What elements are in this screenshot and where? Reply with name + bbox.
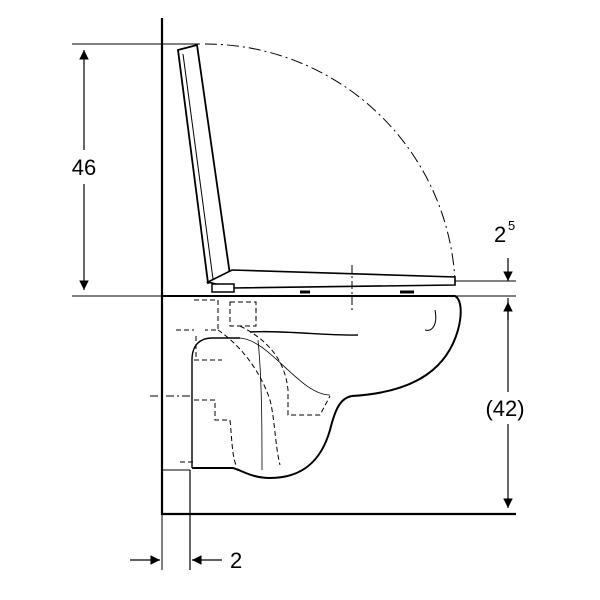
hidden-lines — [176, 299, 331, 466]
dim-wall-gap-label: 2 — [230, 548, 242, 573]
seat-hinge — [211, 283, 235, 293]
lid-swing-arc — [204, 43, 456, 282]
toilet-lid — [177, 43, 231, 285]
dim-46-label: 46 — [72, 155, 96, 180]
dim-seat-offset-exponent: 5 — [508, 218, 515, 233]
toilet-bowl — [162, 295, 462, 480]
dim-seat-offset-label: 2 — [494, 222, 506, 247]
toilet-seat — [205, 269, 456, 289]
dim-42-label: (42) — [485, 396, 524, 421]
